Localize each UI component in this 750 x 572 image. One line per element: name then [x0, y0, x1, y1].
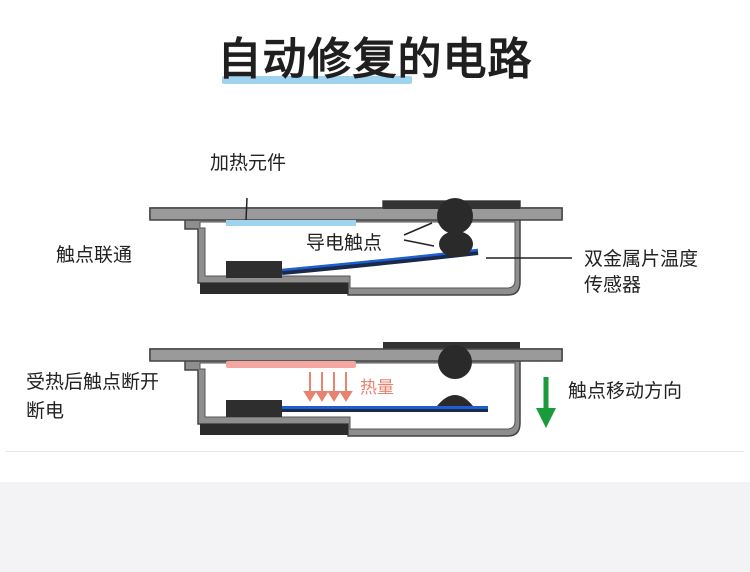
label-conductive-contacts: 导电触点 [306, 232, 383, 254]
label-heated-line1: 受热后触点断开 [26, 371, 160, 393]
bottom-contact-lower [437, 395, 473, 406]
heating-element-cool [226, 220, 356, 226]
bottom-contact-upper [438, 345, 472, 379]
label-contacts-connected: 触点联通 [56, 244, 133, 266]
bottom-diagram [149, 342, 563, 437]
label-heating-element: 加热元件 [210, 152, 287, 174]
label-contact-move: 触点移动方向 [568, 380, 683, 402]
heat-arrows [303, 372, 353, 402]
label-heated-line2: 断电 [26, 400, 65, 422]
bottom-panel [0, 482, 750, 572]
top-diagram [149, 197, 572, 296]
title-underline [222, 76, 412, 84]
heating-element-hot [226, 361, 356, 368]
green-down-arrow [536, 377, 556, 428]
divider [6, 451, 744, 452]
page-title: 自动修复的电路 [217, 34, 533, 85]
label-bimetal-line1: 双金属片温度 [584, 248, 699, 270]
label-bimetal-line2: 传感器 [584, 274, 642, 296]
top-contact-lower [439, 231, 473, 257]
label-heat: 热量 [360, 378, 394, 398]
